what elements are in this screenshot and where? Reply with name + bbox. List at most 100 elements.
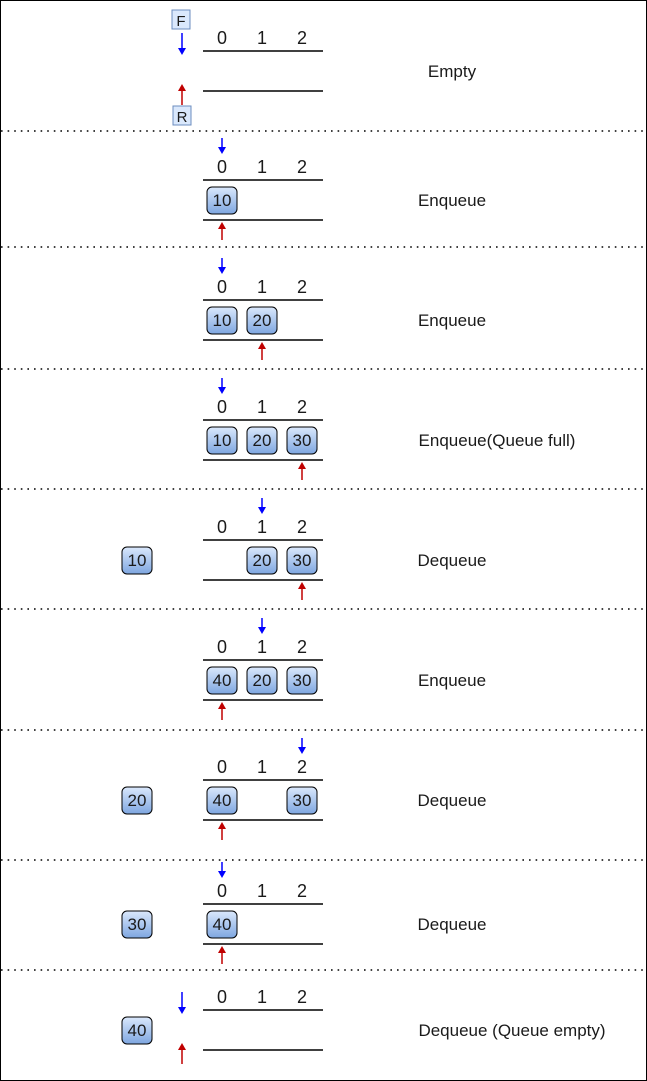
rear-pointer-arrow <box>178 1043 186 1064</box>
rear-pointer-arrow <box>178 84 186 105</box>
rear-pointer-arrow <box>298 462 306 480</box>
queue-cell-1: 20 <box>246 426 278 455</box>
queue-cell-2: 30 <box>286 426 318 455</box>
pointer-tag-box <box>171 9 191 30</box>
index-label-0: 0 <box>217 987 227 1007</box>
rear-arrow-head <box>218 946 226 953</box>
cell-value: 30 <box>293 671 312 690</box>
operation-label: Enqueue <box>418 191 486 210</box>
pointer-tag-box <box>172 105 192 126</box>
queue-cell-1: 20 <box>246 666 278 695</box>
cell-box <box>206 910 238 939</box>
operation-label: Dequeue <box>417 915 486 934</box>
cell-value: 30 <box>293 431 312 450</box>
cell-value: 10 <box>213 431 232 450</box>
cell-value: 40 <box>128 1021 147 1040</box>
rear-tag: R <box>172 105 192 126</box>
front-arrow-head <box>218 147 226 154</box>
cell-box <box>246 306 278 335</box>
front-pointer-arrow <box>218 138 226 154</box>
cell-box <box>121 546 153 575</box>
front-pointer-arrow <box>298 738 306 754</box>
cell-value: 20 <box>253 671 272 690</box>
queue-cell-0: 10 <box>206 426 238 455</box>
front-tag: F <box>171 9 191 30</box>
cell-value: 10 <box>213 191 232 210</box>
cell-box <box>206 306 238 335</box>
cell-box <box>286 546 318 575</box>
index-label-2: 2 <box>297 157 307 177</box>
rear-pointer-arrow <box>218 702 226 720</box>
front-pointer-arrow <box>178 33 186 55</box>
front-pointer-arrow <box>218 378 226 394</box>
cell-box <box>286 666 318 695</box>
dequeued-item: 40 <box>121 1016 153 1045</box>
index-label-2: 2 <box>297 517 307 537</box>
front-pointer-arrow <box>218 258 226 274</box>
operation-label: Enqueue(Queue full) <box>419 431 576 450</box>
index-label-2: 2 <box>297 881 307 901</box>
rear-pointer-arrow <box>218 946 226 964</box>
queue-cell-0: 10 <box>206 306 238 335</box>
cell-value: 40 <box>213 915 232 934</box>
pointer-tag-label: R <box>177 109 188 126</box>
front-pointer-arrow <box>218 862 226 878</box>
cell-box <box>246 546 278 575</box>
cell-box <box>121 1016 153 1045</box>
front-arrow-head <box>258 507 266 514</box>
cell-value: 30 <box>293 551 312 570</box>
dequeued-item: 10 <box>121 546 153 575</box>
index-label-1: 1 <box>257 28 267 48</box>
cell-value: 20 <box>128 791 147 810</box>
rear-pointer-arrow <box>298 582 306 600</box>
queue-cell-2: 30 <box>286 546 318 575</box>
front-arrow-head <box>218 387 226 394</box>
cell-value: 20 <box>253 431 272 450</box>
front-pointer-arrow <box>258 618 266 634</box>
cell-value: 30 <box>293 791 312 810</box>
cell-value: 10 <box>128 551 147 570</box>
rear-arrow-head <box>218 222 226 229</box>
cell-box <box>121 786 153 815</box>
cell-box <box>246 666 278 695</box>
pointer-tag-label: F <box>176 13 185 30</box>
front-arrow-head <box>218 267 226 274</box>
queue-cell-2: 30 <box>286 666 318 695</box>
cell-value: 10 <box>213 311 232 330</box>
queue-cell-2: 30 <box>286 786 318 815</box>
rear-arrow-head <box>218 702 226 709</box>
rear-pointer-arrow <box>258 342 266 360</box>
queue-cell-1: 20 <box>246 546 278 575</box>
operation-label: Dequeue <box>417 551 486 570</box>
cell-box <box>206 666 238 695</box>
cell-box <box>246 426 278 455</box>
cell-box <box>206 186 238 215</box>
index-label-0: 0 <box>217 157 227 177</box>
index-label-0: 0 <box>217 397 227 417</box>
rear-arrow-head <box>298 582 306 589</box>
rear-arrow-head <box>258 342 266 349</box>
index-label-0: 0 <box>217 517 227 537</box>
cell-value: 20 <box>253 551 272 570</box>
operation-label: Enqueue <box>418 311 486 330</box>
cell-value: 40 <box>213 671 232 690</box>
front-arrow-head <box>258 627 266 634</box>
index-label-1: 1 <box>257 637 267 657</box>
index-label-1: 1 <box>257 277 267 297</box>
index-label-1: 1 <box>257 881 267 901</box>
rear-pointer-arrow <box>218 822 226 840</box>
cell-box <box>206 426 238 455</box>
operation-label: Dequeue (Queue empty) <box>418 1021 605 1040</box>
queue-cell-0: 40 <box>206 666 238 695</box>
index-label-0: 0 <box>217 277 227 297</box>
operation-label: Empty <box>428 62 477 81</box>
queue-cell-0: 40 <box>206 910 238 939</box>
queue-cell-0: 10 <box>206 186 238 215</box>
